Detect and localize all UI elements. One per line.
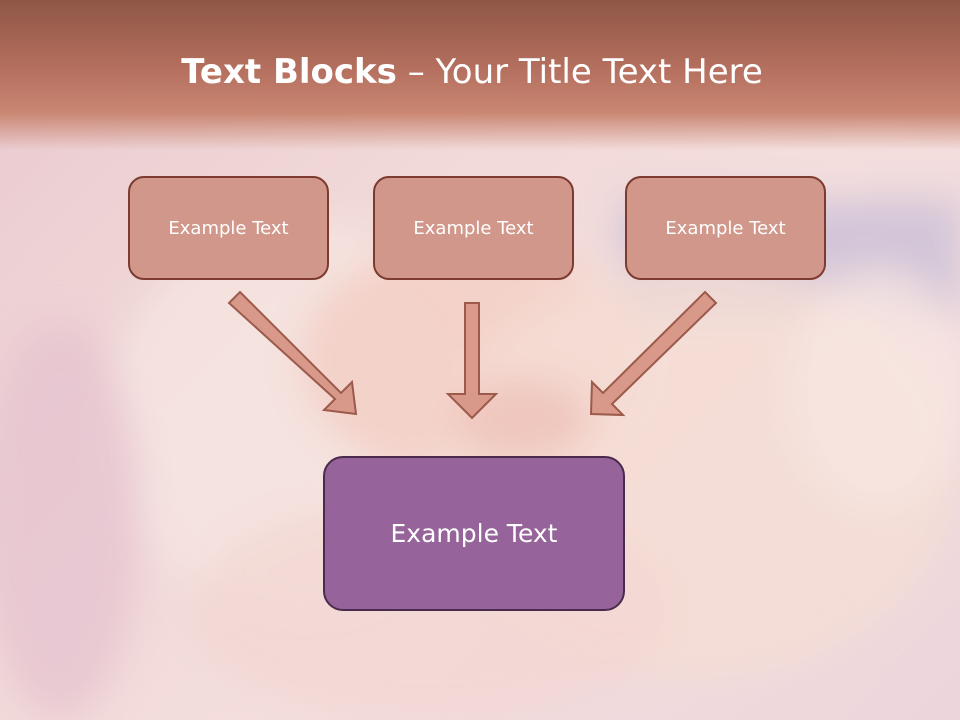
text-box-center[interactable]: Example Text [323, 456, 625, 611]
text-box-top-middle-label: Example Text [413, 217, 534, 239]
title-band [0, 0, 960, 150]
title-rest: – Your Title Text Here [407, 52, 763, 92]
arrow-left-diagonal [227, 290, 358, 416]
text-box-top-left-label: Example Text [168, 217, 289, 239]
arrow-middle-down [445, 302, 499, 420]
text-box-top-right[interactable]: Example Text [625, 176, 826, 280]
text-box-top-middle[interactable]: Example Text [373, 176, 574, 280]
slide-title: Text Blocks – Your Title Text Here [0, 52, 944, 92]
title-bold-part: Text Blocks [181, 52, 397, 92]
text-box-top-right-label: Example Text [665, 217, 786, 239]
text-box-top-left[interactable]: Example Text [128, 176, 329, 280]
text-box-center-label: Example Text [390, 519, 558, 548]
arrow-right-diagonal [589, 290, 718, 417]
